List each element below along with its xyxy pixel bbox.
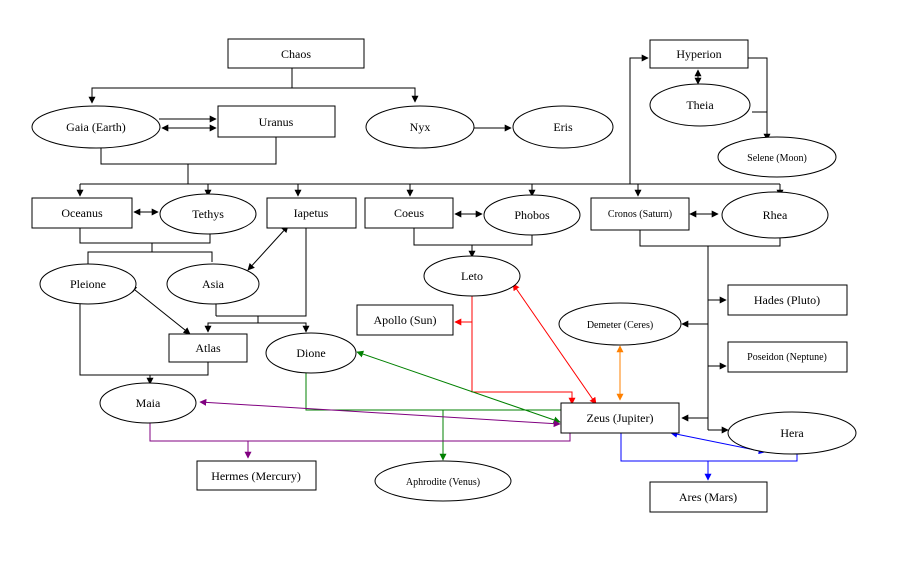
- node-hyperion-label: Hyperion: [676, 47, 721, 61]
- edge-cronos-rhea-union: [639, 230, 781, 247]
- node-selene-label: Selene (Moon): [747, 153, 807, 164]
- edge-pleione-drop: [79, 300, 209, 376]
- node-eris-label: Eris: [553, 120, 573, 134]
- black-edges: [76, 54, 784, 434]
- node-pleione-label: Pleione: [70, 277, 106, 291]
- node-hermes-label: Hermes (Mercury): [211, 469, 301, 483]
- node-cronos: Cronos (Saturn): [590, 197, 690, 231]
- node-theia-label: Theia: [686, 98, 714, 112]
- node-hades: Hades (Pluto): [727, 284, 848, 316]
- node-ares-label: Ares (Mars): [679, 490, 737, 504]
- node-hyperion: Hyperion: [649, 39, 749, 69]
- red-edges: [454, 283, 597, 405]
- node-gaia-label: Gaia (Earth): [66, 120, 126, 134]
- node-leto: Leto: [423, 255, 521, 297]
- edge-maia-hermes: [149, 422, 571, 442]
- edge-to-hyperion: [629, 54, 649, 184]
- edge-leto-apollo: [471, 296, 576, 405]
- edge-pleione-atlas: [129, 285, 191, 335]
- node-uranus: Uranus: [217, 105, 336, 138]
- node-maia: Maia: [99, 382, 197, 424]
- edge-chaos-children: [91, 68, 293, 100]
- node-gaia: Gaia (Earth): [31, 105, 161, 149]
- node-iapetus-label: Iapetus: [294, 206, 329, 220]
- node-apollo: Apollo (Sun): [356, 304, 454, 336]
- node-nyx-label: Nyx: [410, 120, 431, 134]
- node-phobos-label: Phobos: [514, 208, 550, 222]
- node-tethys: Tethys: [159, 193, 257, 235]
- edge-dione-zeus: [356, 350, 561, 424]
- node-dione-label: Dione: [296, 346, 325, 360]
- node-leto-label: Leto: [461, 269, 483, 283]
- edge-ia-children-bus: [204, 316, 259, 333]
- node-oceanus-label: Oceanus: [61, 206, 103, 220]
- node-aphrodite: Aphrodite (Venus): [374, 460, 512, 502]
- edge-zeus-hera-union: [620, 433, 798, 462]
- node-uranus-label: Uranus: [259, 115, 294, 129]
- edge-ot-bus: [87, 243, 153, 264]
- node-cronos-label: Cronos (Saturn): [608, 209, 672, 220]
- node-pleione: Pleione: [39, 263, 137, 305]
- purple-edges: [149, 398, 571, 459]
- node-hera: Hera: [727, 411, 857, 455]
- node-ares: Ares (Mars): [649, 481, 768, 513]
- node-hermes: Hermes (Mercury): [196, 460, 317, 491]
- edge-iapetus-drop: [216, 228, 307, 317]
- edge-iapetus-asia: [247, 225, 289, 271]
- node-apollo-label: Apollo (Sun): [374, 313, 437, 327]
- node-demeter-label: Demeter (Ceres): [587, 320, 653, 331]
- node-eris: Eris: [512, 105, 614, 149]
- node-atlas: Atlas: [168, 333, 248, 363]
- node-atlas-label: Atlas: [195, 341, 221, 355]
- edge-ia-to-dione: [258, 322, 310, 333]
- node-theia: Theia: [649, 83, 751, 127]
- edge-dione-aphrodite: [305, 372, 562, 411]
- node-iapetus: Iapetus: [266, 197, 357, 229]
- node-tethys-label: Tethys: [192, 207, 224, 221]
- nodes: Chaos Gaia (Earth) Uranus Nyx Eris Hyper…: [31, 38, 857, 513]
- edge-leto-zeus: [512, 283, 597, 405]
- node-zeus: Zeus (Jupiter): [560, 402, 680, 434]
- node-oceanus: Oceanus: [31, 197, 133, 229]
- node-hera-label: Hera: [780, 426, 804, 440]
- node-aphrodite-label: Aphrodite (Venus): [406, 477, 480, 488]
- node-selene: Selene (Moon): [717, 136, 837, 178]
- node-coeus: Coeus: [364, 197, 454, 229]
- node-nyx: Nyx: [365, 105, 475, 149]
- node-dione: Dione: [265, 332, 357, 374]
- edge-maia-zeus: [199, 398, 561, 428]
- node-demeter: Demeter (Ceres): [558, 302, 682, 346]
- node-phobos: Phobos: [483, 194, 581, 236]
- edge-ot-asia: [152, 251, 213, 262]
- node-poseidon-label: Poseidon (Neptune): [747, 352, 827, 363]
- node-chaos-label: Chaos: [281, 47, 311, 61]
- node-maia-label: Maia: [136, 396, 161, 410]
- node-hades-label: Hades (Pluto): [754, 293, 820, 307]
- edge-coeus-phobos-union: [413, 228, 533, 246]
- node-coeus-label: Coeus: [394, 206, 424, 220]
- node-chaos: Chaos: [227, 38, 365, 69]
- node-asia: Asia: [166, 263, 260, 305]
- edge-oceanus-tethys-union: [79, 228, 211, 244]
- green-edges: [305, 350, 562, 461]
- edge-chaos-nyx: [292, 87, 419, 103]
- node-rhea-label: Rhea: [763, 208, 788, 222]
- node-poseidon: Poseidon (Neptune): [727, 341, 848, 373]
- node-zeus-label: Zeus (Jupiter): [587, 411, 654, 425]
- node-rhea: Rhea: [721, 191, 829, 239]
- node-asia-label: Asia: [202, 277, 225, 291]
